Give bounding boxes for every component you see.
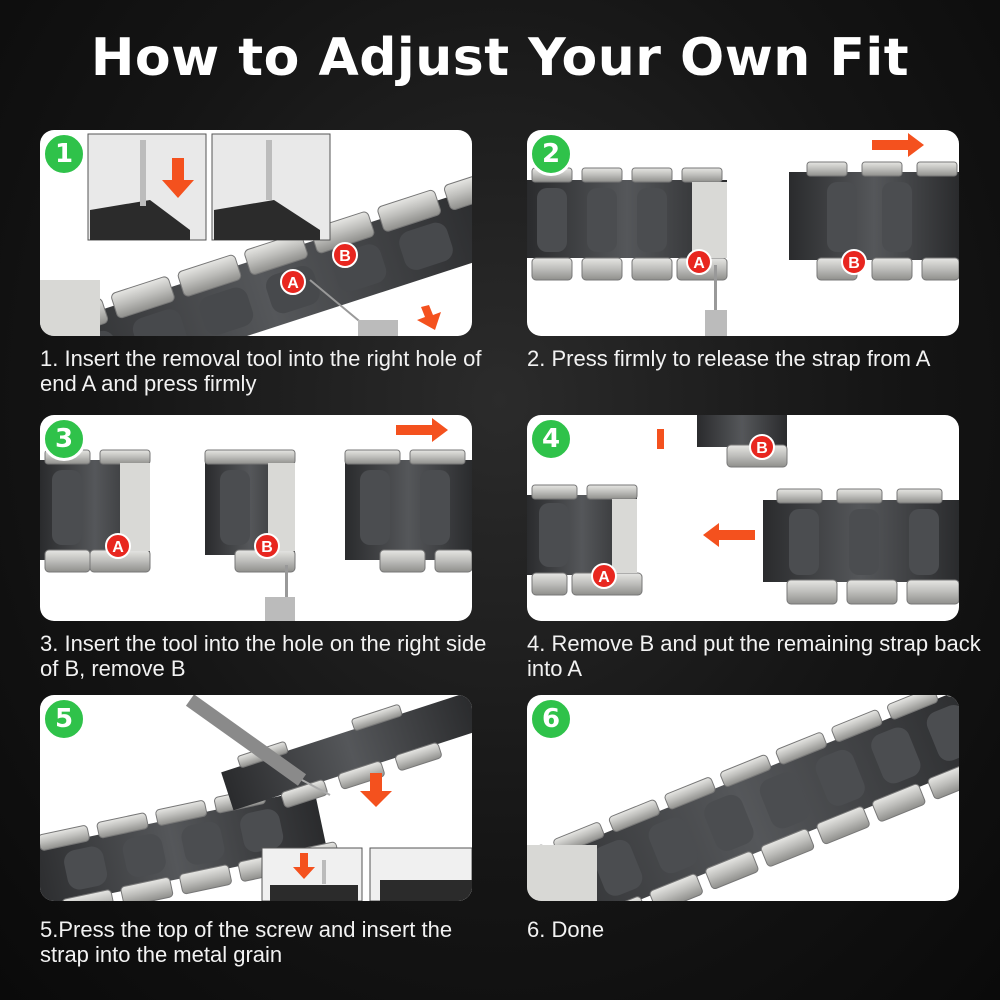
marker-a-icon — [686, 249, 712, 275]
marker-b-icon — [254, 533, 280, 559]
arrow-left-icon — [703, 523, 755, 547]
step-4-caption: 4. Remove B and put the remaining strap … — [527, 631, 981, 681]
step-6-caption: 6. Done — [527, 917, 605, 942]
step-1-illustration: 1 A B — [40, 130, 472, 336]
marker-a-icon — [105, 533, 131, 559]
step-3-caption: 3. Insert the tool into the hole on the … — [40, 631, 487, 681]
marker-b-label: B — [339, 248, 351, 265]
step-3-illustration: 3 A B — [40, 415, 472, 621]
arrow-down-icon — [162, 158, 194, 198]
marker-b-label: B — [756, 440, 768, 457]
step-1-caption: 1. Insert the removal tool into the righ… — [40, 346, 482, 396]
step-badge: 6 — [529, 697, 573, 741]
arrow-right-icon — [396, 418, 448, 442]
step-badge: 4 — [529, 417, 573, 461]
step-2-caption: 2. Press firmly to release the strap fro… — [527, 346, 931, 371]
step-4-illustration: 4 B A — [527, 415, 959, 621]
marker-a-icon — [280, 269, 306, 295]
step-badge: 3 — [42, 417, 86, 461]
marker-a-label: A — [693, 255, 705, 272]
arrow-down-small-icon — [293, 853, 315, 879]
step-badge: 1 — [42, 132, 86, 176]
step-6-illustration: 6 — [527, 695, 959, 901]
arrow-down-icon — [360, 773, 392, 807]
step-badge: 5 — [42, 697, 86, 741]
marker-a-label: A — [112, 539, 124, 556]
page-title: How to Adjust Your Own Fit — [90, 28, 910, 88]
arrow-up-left-icon — [417, 305, 441, 330]
marker-b-label: B — [261, 539, 273, 556]
marker-a-label: A — [598, 569, 610, 586]
marker-b-icon — [841, 249, 867, 275]
arrow-right-icon — [872, 133, 924, 157]
step-2-illustration: 2 A B — [527, 130, 959, 336]
marker-b-icon — [749, 434, 775, 460]
step-5-illustration: 5 — [40, 695, 472, 901]
step-badge: 2 — [529, 132, 573, 176]
marker-b-label: B — [848, 255, 860, 272]
motion-mark-icon — [657, 429, 664, 449]
step-5-caption: 5.Press the top of the screw and insert … — [40, 917, 453, 967]
marker-b-icon — [332, 242, 358, 268]
marker-a-label: A — [287, 275, 299, 292]
marker-a-icon — [591, 563, 617, 589]
